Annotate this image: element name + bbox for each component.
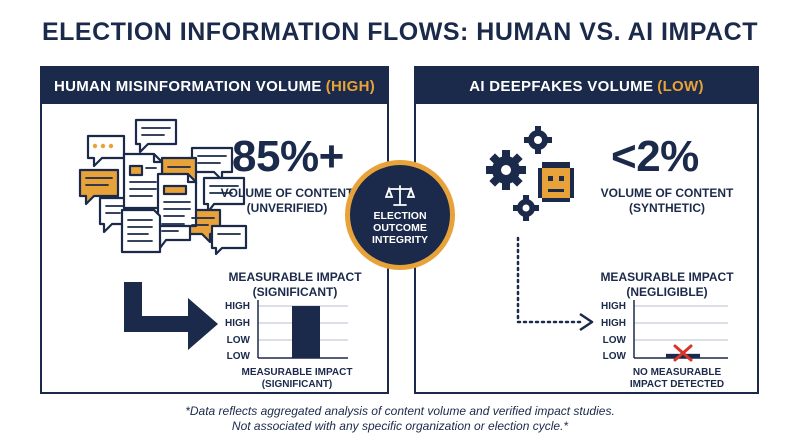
footnote-line1: *Data reflects aggregated analysis of co… — [185, 404, 615, 418]
ai-impact-title-line1: MEASURABLE IMPACT — [600, 270, 734, 284]
message-cluster-icon — [78, 118, 248, 256]
ai-ylabel-1: HIGH — [601, 301, 626, 312]
ai-ylabel-4: LOW — [602, 351, 626, 362]
ai-impact-caption: NO MEASURABLE IMPACT DETECTED — [602, 367, 752, 391]
human-header-level: (HIGH) — [325, 77, 376, 95]
ai-panel-header: AI DEEPFAKES VOLUME (LOW) — [416, 68, 757, 104]
ai-deepfakes-panel: AI DEEPFAKES VOLUME (LOW) — [414, 66, 759, 394]
ai-volume-label: VOLUME OF CONTENT (SYNTHETIC) — [592, 186, 742, 216]
human-volume-label: VOLUME OF CONTENT (UNVERIFIED) — [212, 186, 362, 216]
cross-mark-icon — [673, 344, 693, 362]
human-ylabel-3: LOW — [226, 335, 250, 346]
badge-line2: OUTCOME — [373, 222, 427, 234]
ai-impact-chart — [633, 300, 728, 362]
gears-icon — [486, 126, 552, 221]
ai-volume-label-line2: (SYNTHETIC) — [629, 201, 705, 215]
human-impact-title-line1: MEASURABLE IMPACT — [228, 270, 362, 284]
human-caption-line1: MEASURABLE IMPACT — [241, 367, 353, 378]
human-ylabel-4: LOW — [226, 351, 250, 362]
badge-line3: INTEGRITY — [371, 234, 428, 246]
flow-arrow-icon — [124, 282, 218, 350]
ai-ylabel-3: LOW — [602, 335, 626, 346]
ai-caption-line2: IMPACT DETECTED — [629, 379, 725, 390]
page-title: ELECTION INFORMATION FLOWS: HUMAN VS. AI… — [41, 18, 759, 46]
footnote-line2: Not associated with any specific organiz… — [231, 419, 569, 433]
human-ylabel-1: HIGH — [225, 301, 250, 312]
badge-line1: ELECTION — [373, 210, 427, 222]
human-misinformation-panel: HUMAN MISINFORMATION VOLUME (HIGH) — [40, 66, 389, 394]
badge-inner: ELECTION OUTCOME INTEGRITY — [350, 165, 450, 265]
pixel-face-icon — [538, 162, 574, 202]
footnote: *Data reflects aggregated analysis of co… — [0, 404, 800, 434]
human-impact-bar — [292, 306, 320, 358]
human-caption-line2: (SIGNIFICANT) — [261, 379, 333, 390]
ai-impact-title-line2: (NEGLIGIBLE) — [626, 285, 708, 299]
ai-volume-stat: <2% — [611, 132, 699, 181]
election-integrity-badge: ELECTION OUTCOME INTEGRITY — [345, 160, 455, 270]
human-impact-title-line2: (SIGNIFICANT) — [252, 285, 338, 299]
human-impact-title: MEASURABLE IMPACT (SIGNIFICANT) — [220, 270, 370, 300]
human-header-label: HUMAN MISINFORMATION VOLUME — [53, 77, 322, 95]
ai-impact-title: MEASURABLE IMPACT (NEGLIGIBLE) — [592, 270, 742, 300]
badge-text: ELECTION OUTCOME INTEGRITY — [372, 210, 428, 246]
ai-caption-line1: NO MEASURABLE — [632, 367, 722, 378]
human-volume-label-line1: VOLUME OF CONTENT — [220, 186, 354, 200]
human-volume-label-line2: (UNVERIFIED) — [246, 201, 328, 215]
ai-volume-label-line1: VOLUME OF CONTENT — [600, 186, 734, 200]
human-impact-caption: MEASURABLE IMPACT (SIGNIFICANT) — [222, 367, 372, 391]
human-volume-stat: 85%+ — [232, 132, 344, 181]
human-panel-header: HUMAN MISINFORMATION VOLUME (HIGH) — [42, 68, 387, 104]
dotted-flow-arrow-icon — [516, 236, 594, 332]
ai-header-level: (LOW) — [657, 77, 704, 95]
scales-icon — [385, 185, 415, 206]
ai-header-label: AI DEEPFAKES VOLUME — [469, 77, 654, 95]
human-impact-chart — [257, 300, 348, 359]
ai-ylabel-2: HIGH — [601, 318, 626, 329]
ai-impact-bar — [666, 353, 700, 358]
human-ylabel-2: HIGH — [225, 318, 250, 329]
